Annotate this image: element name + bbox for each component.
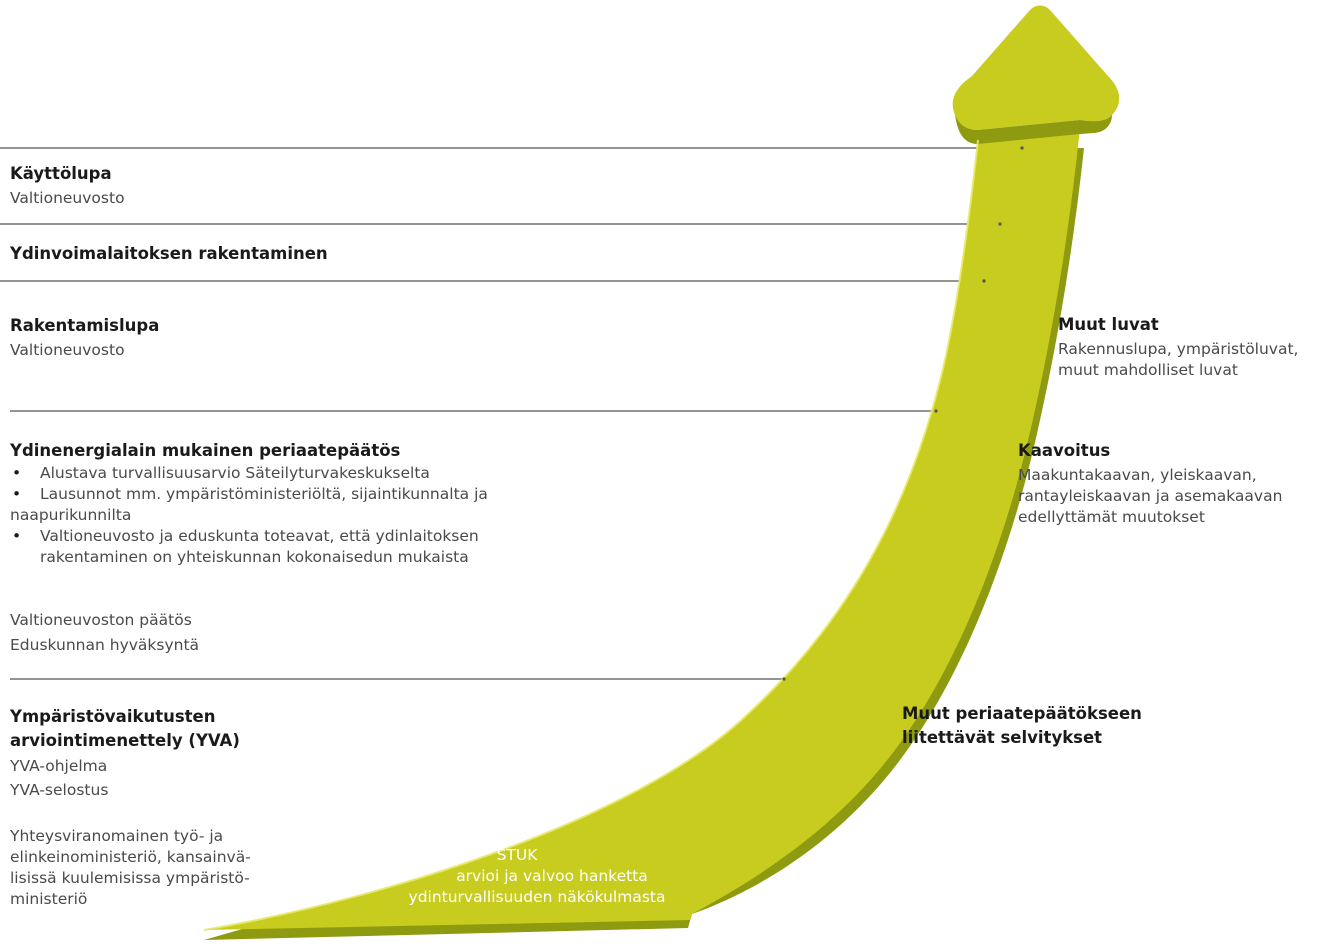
bullet-item: Alustava turvallisuusarvio Säteilyturvak… [10,463,488,484]
yva-sub1: YVA-ohjelma [10,757,108,775]
yva-note: Yhteysviranomainen työ- ja elinkeinomini… [10,827,251,908]
line-end-dot [782,677,786,681]
yva-title-2: arviointimenettely (YVA) [10,731,240,750]
line-end-dot [982,279,986,283]
arrow-head-rim [955,115,1112,144]
muut-luvat-text: Rakennuslupa, ympäristöluvat, muut mahdo… [1058,340,1299,379]
periaatepaatos-bullets: Alustava turvallisuusarvio Säteilyturvak… [10,463,488,568]
yva-sub2: YVA-selostus [10,781,109,799]
muut-luvat-title: Muut luvat [1058,315,1159,334]
muut-selvitykset-title-2: liitettävät selvitykset [902,728,1103,747]
bullet-item: Valtioneuvosto ja eduskunta toteavat, et… [10,526,488,568]
periaatepaatos-sub2: Eduskunnan hyväksyntä [10,636,200,654]
arrow-highlight [203,139,979,931]
kaavoitus-text: Maakuntakaavan, yleiskaavan, rantayleisk… [1018,466,1283,526]
rakentamislupa-sub: Valtioneuvosto [10,341,125,359]
periaatepaatos-sub1: Valtioneuvoston päätös [10,611,192,629]
rakentamislupa-title: Rakentamislupa [10,316,160,335]
yva-title-1: Ympäristövaikutusten [10,707,216,726]
arrow-head [952,5,1120,130]
line-end-dot [998,222,1002,226]
line-end-dot [1020,146,1024,150]
arrow-body [204,128,1080,930]
kaavoitus-title: Kaavoitus [1018,441,1111,460]
stuk-label: STUK arvioi ja valvoo hanketta ydinturva… [408,846,666,906]
bullet-item: Lausunnot mm. ympäristöministeriöltä, si… [10,484,488,526]
muut-selvitykset-title-1: Muut periaatepäätökseen [902,704,1142,723]
periaatepaatos-title: Ydinenergialain mukainen periaatepäätös [10,441,401,460]
kayttolupa-title: Käyttölupa [10,164,112,183]
kayttolupa-sub: Valtioneuvosto [10,189,125,207]
rakentaminen-title: Ydinvoimalaitoksen rakentaminen [10,244,328,263]
line-end-dot [934,409,938,413]
